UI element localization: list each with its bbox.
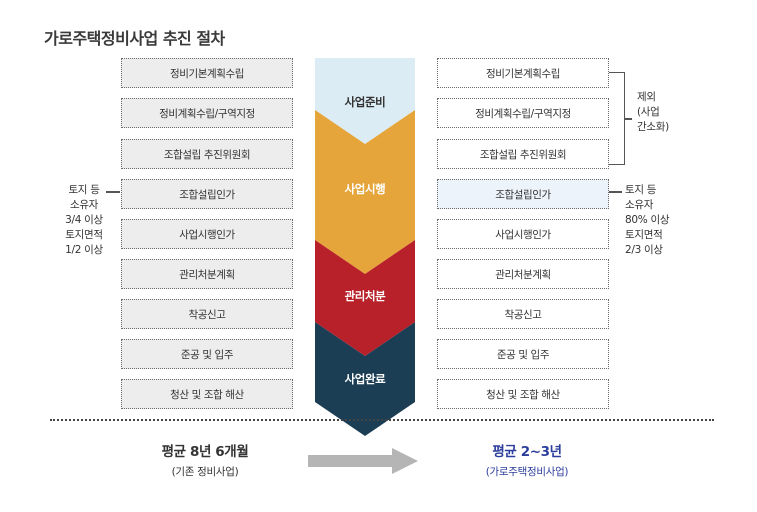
stage-label-management: 관리처분 xyxy=(344,289,386,303)
right-step-basic-plan: 정비기본계획수립 xyxy=(437,58,609,88)
right-note-line: 소유자 xyxy=(625,199,654,211)
right-note-line: 토지면적 xyxy=(625,229,663,241)
left-step-management-plan: 관리처분계획 xyxy=(121,259,293,289)
exclusion-bracket xyxy=(609,72,625,165)
left-step-zone-designation: 정비계획수립/구역지정 xyxy=(121,98,293,128)
footer-existing-label: (기존 정비사업) xyxy=(171,466,239,478)
left-consent-note: 토지 등 소유자 3/4 이상 토지면적 1/2 이상 xyxy=(58,183,110,258)
left-step-union-approval: 조합설립인가 xyxy=(121,179,293,209)
right-step-zone-designation: 정비계획수립/구역지정 xyxy=(437,98,609,128)
right-note-connector xyxy=(609,191,622,193)
left-note-line: 3/4 이상 xyxy=(65,214,103,226)
right-step-construction-start: 착공신고 xyxy=(437,299,609,329)
footer-existing-duration: 평균 8년 6개월 xyxy=(161,444,249,460)
page-title: 가로주택정비사업 추진 절차 xyxy=(44,29,225,48)
left-note-line: 토지면적 xyxy=(65,229,103,241)
right-step-committee: 조합설립 추진위원회 xyxy=(437,139,609,169)
stage-prepare-shape xyxy=(315,58,415,144)
left-step-committee: 조합설립 추진위원회 xyxy=(121,139,293,169)
stage-management-shape xyxy=(315,240,415,356)
stage-label-prepare: 사업준비 xyxy=(344,95,386,109)
footer-street-duration: 평균 2~3년 xyxy=(492,444,562,460)
left-note-line: 토지 등 xyxy=(68,184,100,196)
stage-chevrons xyxy=(315,58,415,436)
right-arrow-icon xyxy=(308,448,418,474)
exclusion-bracket-tick xyxy=(624,118,632,120)
stage-label-completion: 사업완료 xyxy=(344,372,386,386)
exclusion-note-line: (사업 xyxy=(637,106,660,118)
left-step-construction-start: 착공신고 xyxy=(121,299,293,329)
left-step-completion-move-in: 준공 및 입주 xyxy=(121,339,293,369)
stage-completion-shape xyxy=(315,322,415,436)
right-note-line: 2/3 이상 xyxy=(625,244,663,256)
right-note-line: 토지 등 xyxy=(625,184,657,196)
right-step-project-approval: 사업시행인가 xyxy=(437,219,609,249)
left-step-basic-plan: 정비기본계획수립 xyxy=(121,58,293,88)
left-note-connector xyxy=(106,191,120,193)
right-step-liquidation: 청산 및 조합 해산 xyxy=(437,379,609,409)
right-consent-note: 토지 등 소유자 80% 이상 토지면적 2/3 이상 xyxy=(625,183,685,258)
left-note-line: 1/2 이상 xyxy=(65,244,103,256)
dotted-separator xyxy=(50,419,714,421)
footer-existing: 평균 8년 6개월 (기존 정비사업) xyxy=(130,440,280,479)
right-step-union-approval: 조합설립인가 xyxy=(437,179,609,209)
right-note-line: 80% 이상 xyxy=(625,214,670,226)
exclusion-note: 제외 (사업 간소화) xyxy=(637,90,681,135)
footer-street-housing: 평균 2~3년 (가로주택정비사업) xyxy=(452,440,602,479)
exclusion-note-line: 제외 xyxy=(637,91,656,103)
stage-implement-shape xyxy=(315,110,415,274)
right-step-completion-move-in: 준공 및 입주 xyxy=(437,339,609,369)
left-step-liquidation: 청산 및 조합 해산 xyxy=(121,379,293,409)
stage-label-implement: 사업시행 xyxy=(344,182,386,196)
left-step-project-approval: 사업시행인가 xyxy=(121,219,293,249)
left-note-line: 소유자 xyxy=(69,199,99,211)
right-step-management-plan: 관리처분계획 xyxy=(437,259,609,289)
exclusion-note-line: 간소화) xyxy=(637,121,669,133)
footer-street-label: (가로주택정비사업) xyxy=(485,466,569,478)
